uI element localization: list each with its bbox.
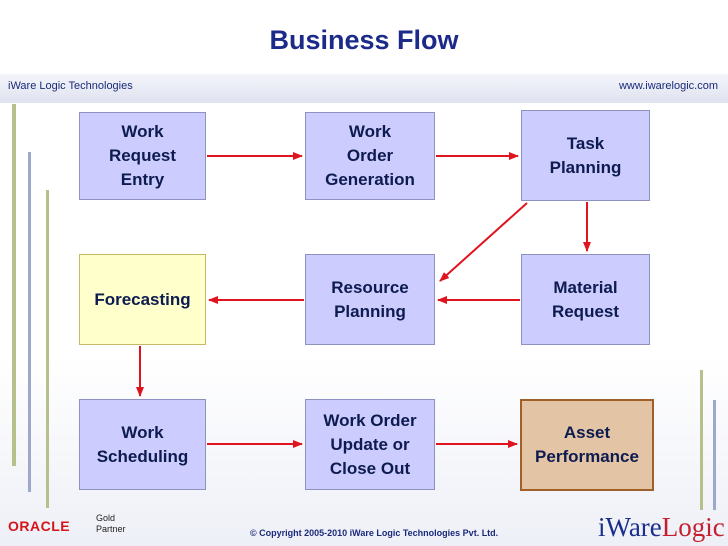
slide-title: Business Flow	[269, 25, 459, 55]
logo-suffix: Logic	[661, 512, 725, 542]
asset-performance-box: Asset Performance	[520, 399, 654, 491]
resource-planning-box: Resource Planning	[305, 254, 435, 345]
task-planning-box: Task Planning	[521, 110, 650, 201]
work-order-update-label: Work Order Update or Close Out	[323, 410, 417, 478]
logo-prefix: iWare	[598, 512, 662, 542]
left-decor-line-1	[12, 104, 16, 466]
gold-partner-badge: Gold Partner	[96, 513, 126, 535]
iwarelogic-logo: iWareLogic	[598, 512, 725, 543]
left-decor-line-3	[46, 190, 49, 508]
work-request-entry-box: Work Request Entry	[79, 112, 206, 200]
asset-performance-label: Asset Performance	[535, 423, 639, 466]
material-request-label: Material Request	[551, 277, 620, 321]
forecasting-label: Forecasting	[94, 289, 191, 309]
partner-line-2: Partner	[96, 524, 126, 534]
website-url: www.iwarelogic.com	[618, 80, 718, 92]
left-decor-line-2	[28, 152, 31, 492]
work-order-generation-box: Work Order Generation	[305, 112, 435, 200]
work-request-entry-label: Work Request Entry	[108, 122, 177, 189]
task-planning-label: Task Planning	[549, 133, 622, 177]
arrow-task-to-resource	[439, 202, 528, 282]
header-bar	[0, 74, 728, 103]
work-order-generation-label: Work Order Generation	[325, 122, 415, 189]
resource-planning-label: Resource Planning	[331, 277, 409, 321]
right-decor-line-2	[713, 400, 716, 510]
work-scheduling-box: Work Scheduling	[79, 399, 206, 490]
material-request-box: Material Request	[521, 254, 650, 345]
company-name: iWare Logic Technologies	[8, 80, 133, 92]
forecasting-box: Forecasting	[79, 254, 206, 345]
work-order-update-box: Work Order Update or Close Out	[305, 399, 435, 490]
oracle-logo: ORACLE	[8, 518, 71, 534]
right-decor-line-1	[700, 370, 703, 510]
partner-line-1: Gold	[96, 513, 116, 523]
work-scheduling-label: Work Scheduling	[96, 422, 189, 466]
copyright-text: © Copyright 2005-2010 iWare Logic Techno…	[250, 528, 499, 538]
